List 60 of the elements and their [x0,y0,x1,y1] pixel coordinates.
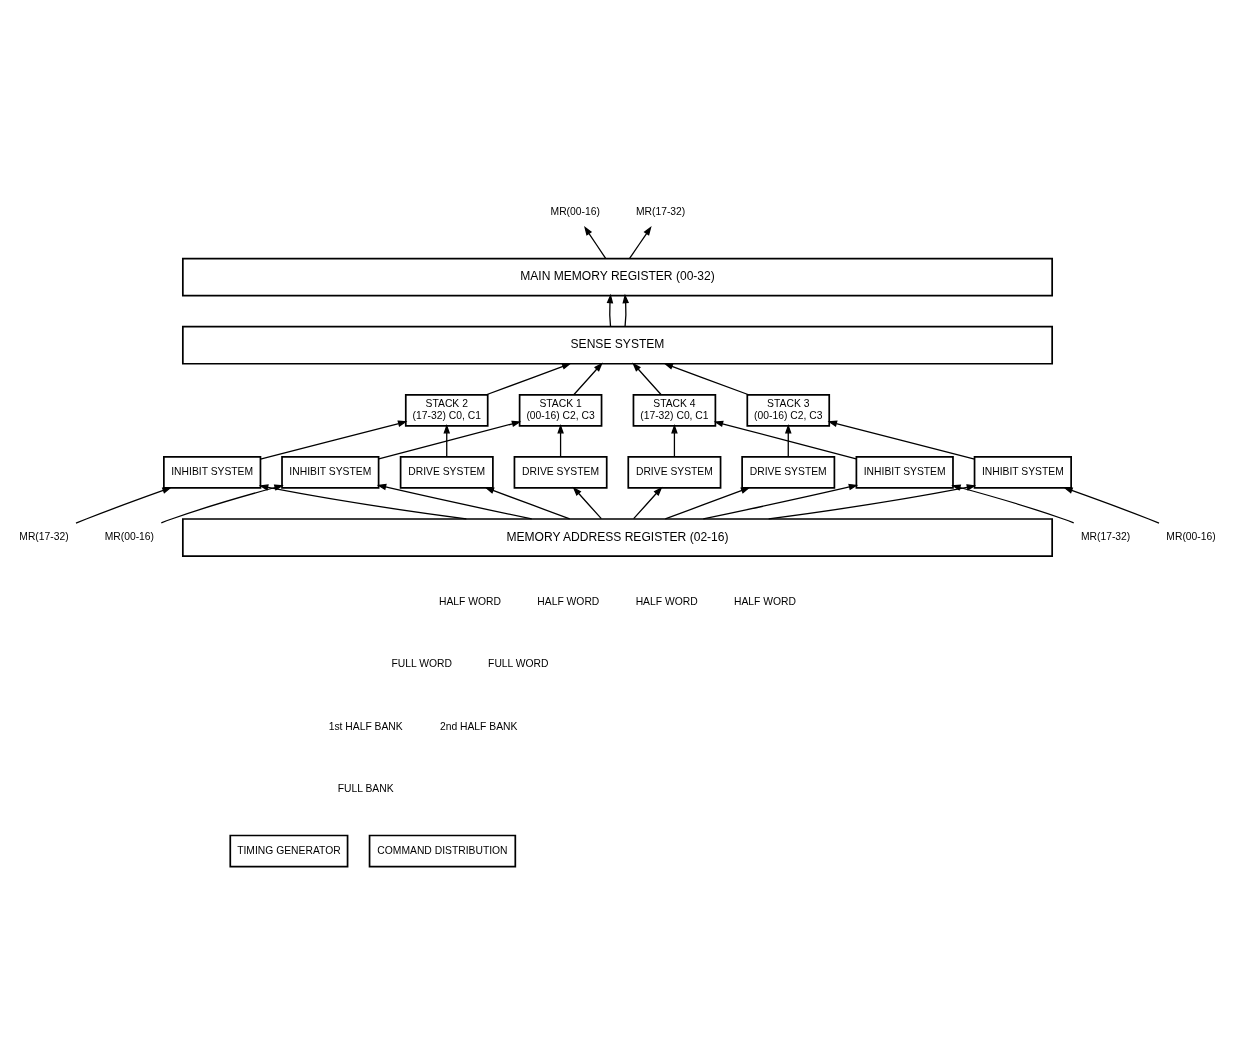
label: HALF WORD [733,596,796,608]
label: HALF WORD [439,596,502,608]
node-box: COMMAND DISTRIBUTION [368,834,517,868]
node-box: INHIBIT SYSTEM [163,456,262,489]
node-box: SENSE SYSTEM [182,325,1053,365]
label: FULL WORD [391,658,452,670]
arrow [557,424,564,458]
arrow [702,483,859,520]
label: 2nd HALF BANK [439,720,518,732]
arrow [768,484,977,520]
label: FULL BANK [337,782,394,794]
arrow [671,424,678,458]
node-box: DRIVE SYSTEM [741,456,836,489]
node-box: INHIBIT SYSTEM [281,456,380,489]
node-text: MR(17-32) [635,205,686,217]
arrow [259,420,408,460]
label: HALF WORD [537,596,600,608]
arrow [632,362,662,396]
arrow [1063,487,1160,524]
node-box: DRIVE SYSTEM [399,456,494,489]
arrow [622,293,630,328]
arrow [258,484,467,520]
arrow [484,487,571,520]
arrow [443,424,451,458]
node-text: MR(00-16) [550,205,600,217]
node-box: STACK 1 (00-16) C2, C3 [518,393,603,427]
node-box: DRIVE SYSTEM [627,456,722,489]
node-box: TIMING GENERATOR [229,834,349,868]
arrow [572,486,602,520]
arrow [584,226,607,259]
arrow [378,420,522,460]
arrow [160,484,284,524]
arrow [633,486,663,520]
node-box: MAIN MEMORY REGISTER (00-32) [182,257,1053,297]
arrow [664,487,751,520]
node-box: MEMORY ADDRESS REGISTER (02-16) [182,518,1053,557]
node-box: INHIBIT SYSTEM [855,456,954,489]
node-text: MR(00-16) [1166,531,1216,543]
node-text: MR(00-16) [104,531,155,543]
arrow [663,363,750,396]
arrow [784,424,792,458]
arrow [606,293,614,328]
node-box: INHIBIT SYSTEM [973,456,1072,489]
label: FULL WORD [488,658,549,670]
label: HALF WORD [635,596,698,608]
node-box: STACK 4 (17-32) C0, C1 [632,393,717,427]
node-box: STACK 2 (17-32) C0, C1 [404,393,489,427]
node-box: STACK 3 (00-16) C2, C3 [746,393,831,427]
node-box: DRIVE SYSTEM [513,456,608,489]
arrow [713,420,857,460]
arrow [485,363,572,396]
arrow [376,483,533,520]
arrow [573,362,603,396]
label: 1st HALF BANK [328,720,403,732]
arrow [951,484,1075,524]
arrow [629,226,652,259]
arrow [827,420,976,460]
node-text: MR(17-32) [19,531,69,543]
node-text: MR(17-32) [1080,531,1131,543]
arrow [75,487,172,524]
